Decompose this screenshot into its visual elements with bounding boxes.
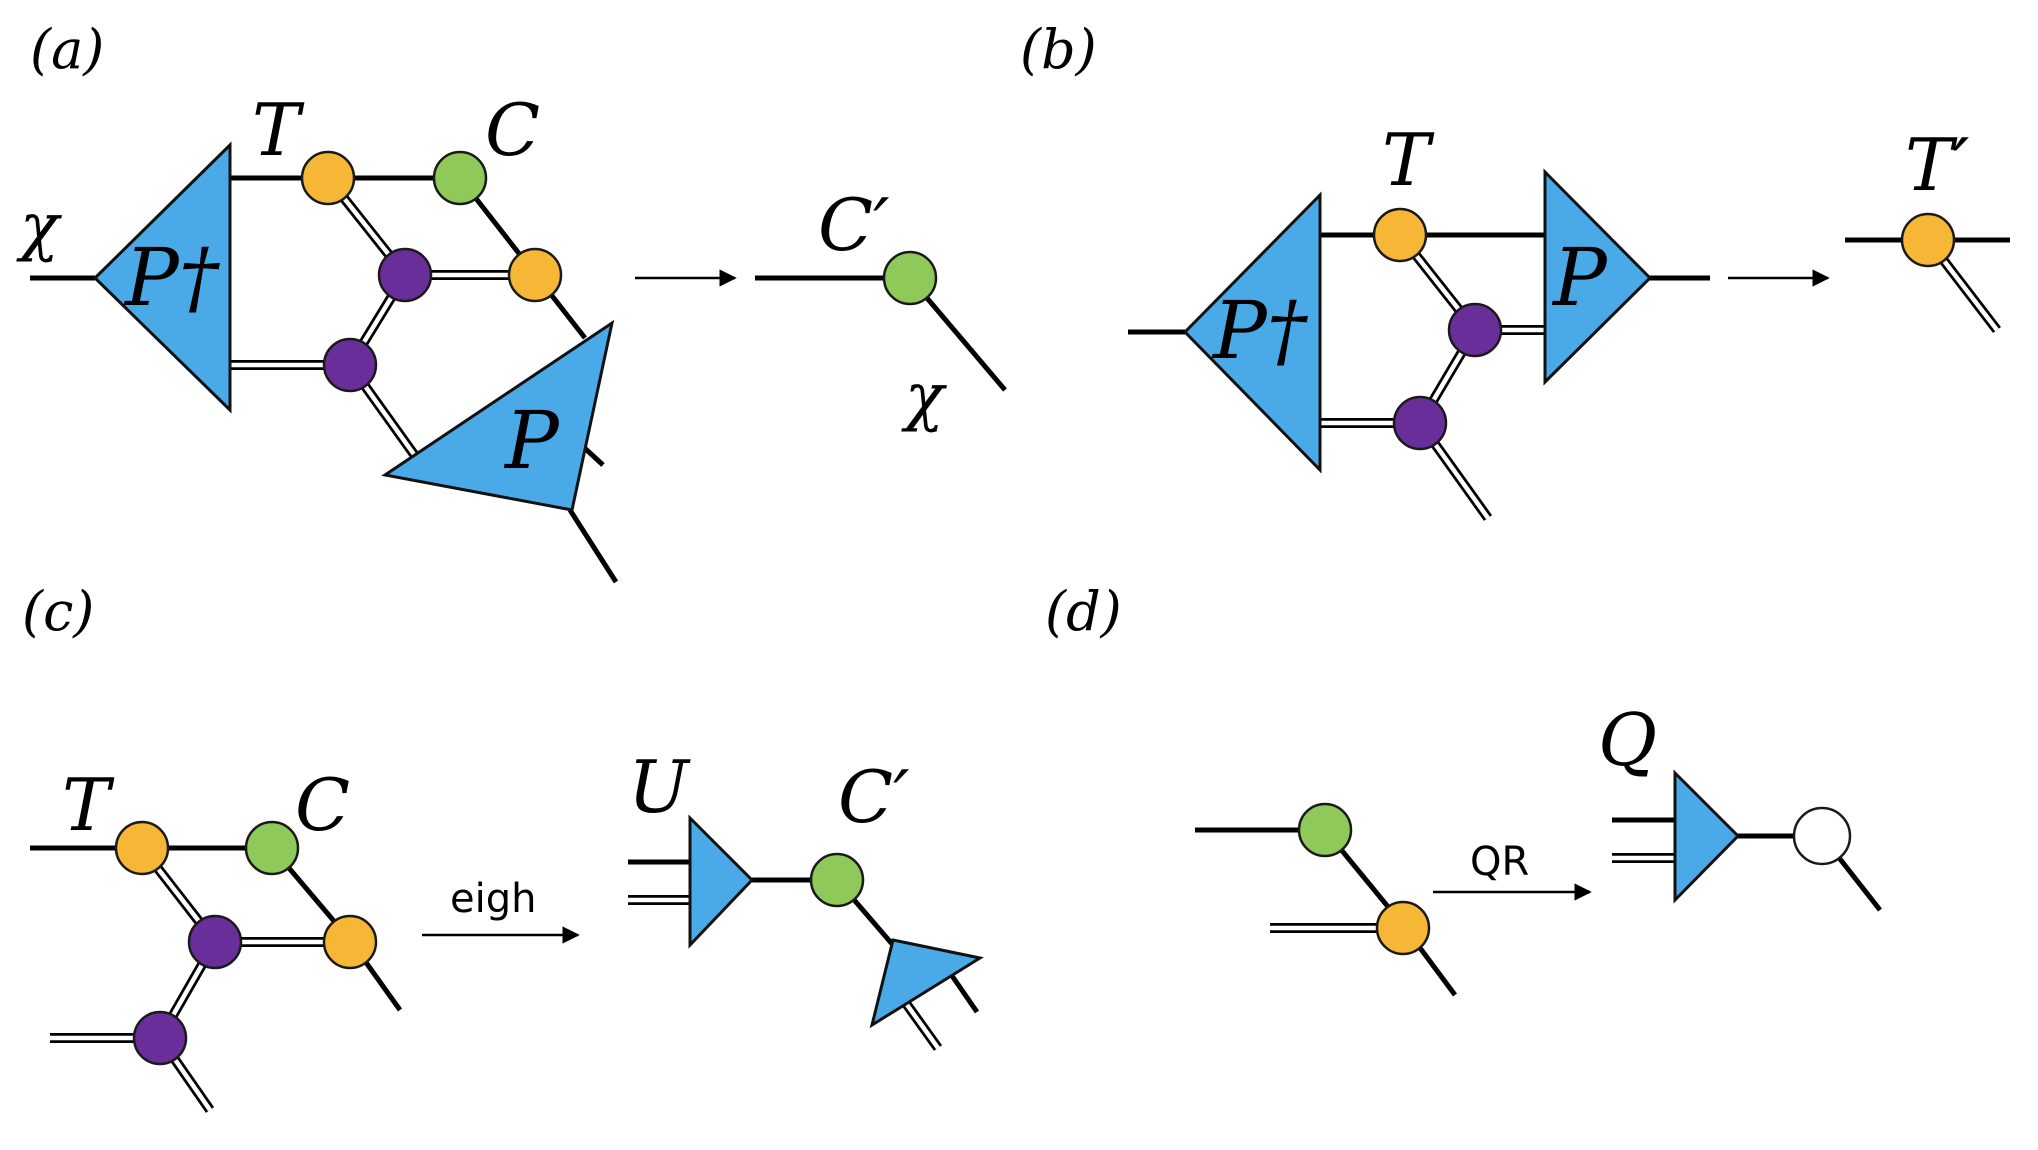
inner-node-b-1 [1447,302,1503,358]
p-dagger-label-b: P† [1211,284,1309,377]
isometry-u-right [869,938,984,1029]
c-prime-node-a [882,250,938,306]
t-node-c [114,820,170,876]
t-label-b: T [1382,118,1435,202]
u-label-c: U [628,745,691,829]
t-prime-node-b [1900,212,1956,268]
c-label-a: C [485,88,540,172]
bond-chi-label: χ [16,190,62,264]
panel-d: (d) QR Q [1045,580,1882,997]
isometry-u [688,814,755,949]
inner-node-c-1 [187,914,243,970]
c-prime-label-c: C′ [838,755,909,839]
projector-p-a [381,319,615,512]
projector-p-dagger-b [1182,191,1322,474]
c-node-a [432,150,488,206]
t-node-c-2 [322,914,378,970]
inner-node-c-2 [132,1010,188,1066]
qr-operation-label: QR [1470,839,1529,885]
inner-node-b-2 [1392,395,1448,451]
q-label-d: Q [1598,698,1657,782]
t-node-d [1375,900,1431,956]
c-prime-node-c [809,852,865,908]
t-node-a [300,150,356,206]
projector-p-b [1543,168,1653,386]
inner-node-a-2 [322,337,378,393]
c-node-c [244,820,300,876]
p-label-b: P [1551,231,1608,324]
t-label-c: T [62,763,115,847]
panel-b: (b) P† P T T′ [1020,18,2010,521]
r-node-empty [1792,806,1852,866]
c-label-c: C [295,763,350,847]
inner-node-a-1 [377,247,433,303]
p-label-a: P [503,394,560,487]
c-prime-label-a: C′ [818,183,889,267]
eigh-operation-label: eigh [450,876,536,922]
t-label-a: T [252,88,305,172]
bond-chi-out-label: χ [901,360,947,434]
panel-c: (c) T C eigh [22,580,984,1113]
t-node-a-2 [507,247,563,303]
panel-c-label: (c) [22,580,94,643]
panel-a: (a) P† P χ T [16,18,1007,584]
double-bonds-b [1320,231,1545,521]
panel-d-label: (d) [1045,580,1122,643]
t-node-b [1372,207,1428,263]
isometry-q [1673,769,1741,904]
panel-b-label: (b) [1020,18,1097,81]
p-dagger-label-a: P† [123,231,221,324]
panel-a-label: (a) [30,18,104,81]
t-prime-label-b: T′ [1905,123,1969,207]
c-node-d [1297,802,1353,858]
projector-p-dagger-a [92,141,232,414]
